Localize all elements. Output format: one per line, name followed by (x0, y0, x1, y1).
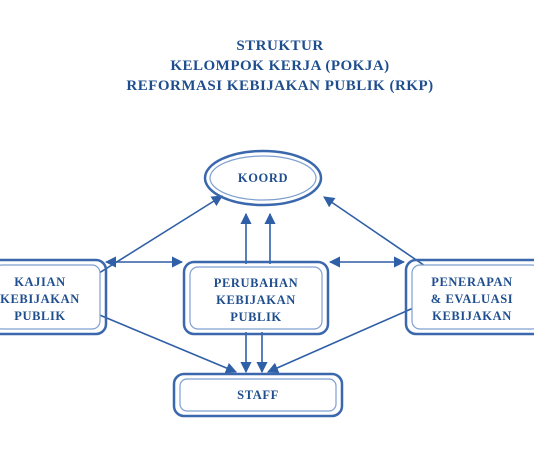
perubahan-label-line-1: PERUBAHAN (214, 276, 299, 290)
perubahan-label-line-3: PUBLIK (230, 310, 282, 324)
title-line-2: KELOMPOK KERJA (POKJA) (170, 58, 389, 74)
node-staff: STAFF (172, 372, 344, 418)
penerapan-label-line-2: & EVALUASI (431, 292, 514, 306)
kajian-label-line-2: KEBIJAKAN (0, 292, 80, 306)
perubahan-label-line-2: KEBIJAKAN (216, 293, 296, 307)
edge-kajian-staff (76, 304, 238, 374)
title-line-1: STRUKTUR (236, 38, 323, 54)
diagram-title: STRUKTUR KELOMPOK KERJA (POKJA) REFORMAS… (126, 38, 433, 94)
kajian-label-line-3: PUBLIK (14, 309, 66, 323)
koord-label: KOORD (238, 171, 288, 185)
edge-penerapan-staff (266, 296, 438, 374)
penerapan-label-line-1: PENERAPAN (431, 275, 513, 289)
node-penerapan: PENERAPAN & EVALUASI KEBIJAKAN (404, 258, 534, 336)
node-koord: KOORD (203, 149, 323, 207)
node-perubahan: PERUBAHAN KEBIJAKAN PUBLIK (182, 260, 330, 336)
node-kajian: KAJIAN KEBIJAKAN PUBLIK (0, 258, 108, 336)
staff-label: STAFF (237, 388, 279, 402)
title-line-3: REFORMASI KEBIJAKAN PUBLIK (RKP) (126, 78, 433, 94)
penerapan-label-line-3: KEBIJAKAN (432, 309, 512, 323)
kajian-label-line-1: KAJIAN (14, 275, 66, 289)
